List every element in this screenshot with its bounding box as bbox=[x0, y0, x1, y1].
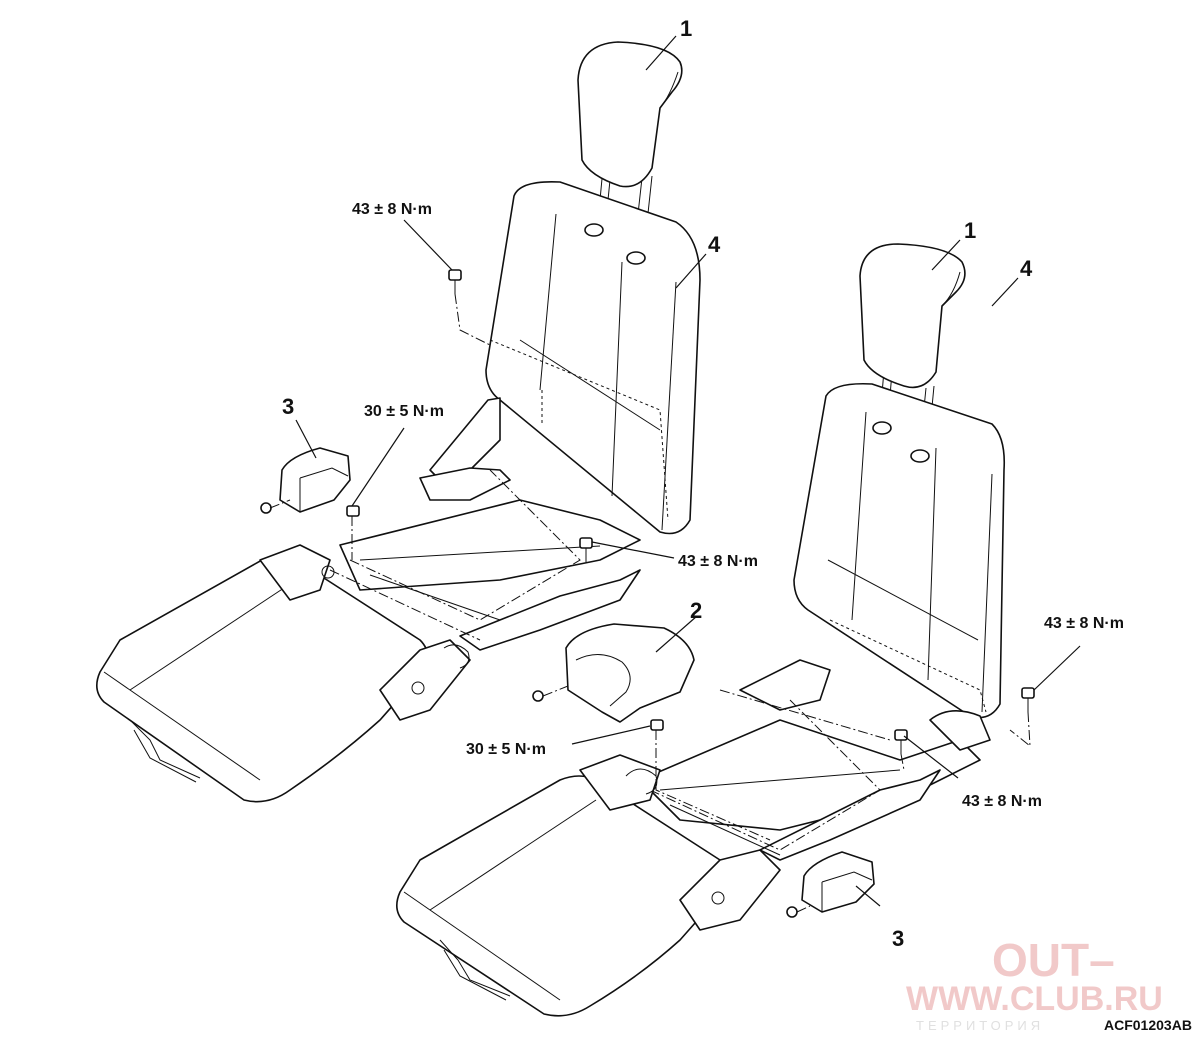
callout-4-left: 4 bbox=[708, 232, 721, 257]
svg-text:WWW.CLUB.RU: WWW.CLUB.RU bbox=[906, 980, 1163, 1018]
callout-3-right: 3 bbox=[892, 926, 904, 951]
screw-right-cover bbox=[786, 906, 798, 918]
bolt-right-frame bbox=[894, 729, 908, 754]
right-side-cover bbox=[801, 851, 875, 913]
screw-center-cover bbox=[532, 690, 544, 702]
torque-label-right-frame-nut: 30 ± 5 N·m bbox=[466, 741, 546, 758]
svg-text:ТЕРРИТОРИЯ: ТЕРРИТОРИЯ bbox=[916, 1018, 1044, 1033]
callout-4-right: 4 bbox=[1020, 256, 1033, 281]
nut-left-frame bbox=[346, 505, 360, 517]
callout-2-center: 2 bbox=[690, 598, 702, 623]
right-seat-assembly bbox=[396, 243, 1006, 1017]
torque-label-right-frame-bolt: 43 ± 8 N·m bbox=[962, 793, 1042, 810]
figure-code: ACF01203AB bbox=[1104, 1017, 1192, 1033]
left-side-cover bbox=[279, 447, 351, 513]
callout-3-left: 3 bbox=[282, 394, 294, 419]
left-seat-assembly bbox=[96, 41, 701, 803]
left-headrest bbox=[577, 41, 683, 188]
left-seatback bbox=[485, 180, 701, 535]
torque-label-left-upper: 43 ± 8 N·m bbox=[352, 201, 432, 218]
watermark-logo: OUT– WWW.CLUB.RU ТЕРРИТОРИЯ bbox=[906, 934, 1163, 1033]
bolt-left-upper bbox=[448, 269, 462, 294]
svg-text:OUT–: OUT– bbox=[992, 934, 1115, 986]
bolt-left-frame bbox=[579, 537, 593, 562]
nut-right-frame bbox=[650, 719, 664, 731]
screw-left-cover bbox=[260, 502, 272, 514]
right-seatback bbox=[793, 382, 1006, 719]
torque-label-left-frame-bolt: 43 ± 8 N·m bbox=[678, 553, 758, 570]
callout-1-left: 1 bbox=[680, 16, 692, 41]
torque-label-right-side: 43 ± 8 N·m bbox=[1044, 615, 1124, 632]
torque-label-left-frame-nut: 30 ± 5 N·m bbox=[364, 403, 444, 420]
bolt-right-side bbox=[1021, 687, 1035, 712]
center-cover bbox=[565, 623, 695, 723]
callout-1-right: 1 bbox=[964, 218, 976, 243]
right-headrest bbox=[859, 243, 966, 389]
